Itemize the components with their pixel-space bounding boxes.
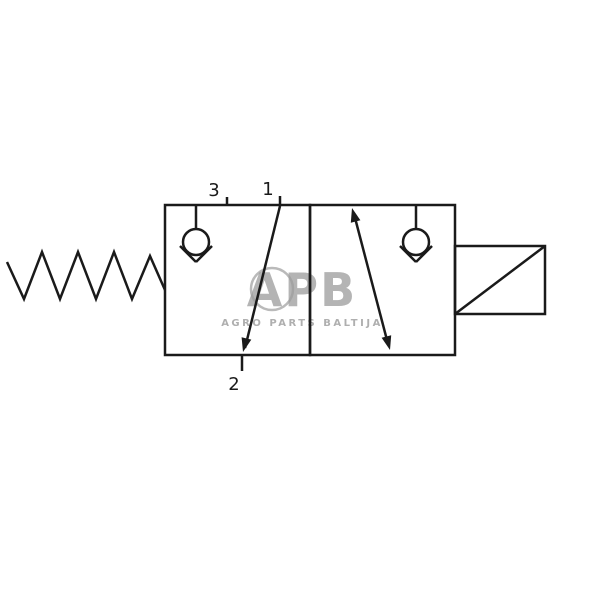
flow-arrow-left bbox=[241, 205, 282, 352]
flow-arrowhead-up bbox=[350, 208, 361, 223]
flow-arrowhead-down bbox=[381, 335, 392, 350]
watermark-logo-circle bbox=[249, 266, 295, 312]
flow-arrow-right bbox=[350, 208, 392, 350]
watermark: APB AGRO PARTS BALTIJA bbox=[221, 263, 383, 329]
watermark-subtitle: AGRO PARTS BALTIJA bbox=[221, 318, 383, 329]
check-valve-right bbox=[399, 206, 433, 263]
port-2-label: 2 bbox=[228, 374, 239, 395]
actuator-diagonal-line bbox=[454, 245, 546, 315]
spring-symbol bbox=[5, 248, 167, 303]
port-3-label: 3 bbox=[208, 180, 219, 201]
port-labels: 3 1 2 bbox=[208, 179, 273, 395]
flow-arrowhead-down bbox=[241, 337, 252, 352]
check-valve-left bbox=[179, 206, 213, 263]
actuator-box bbox=[453, 244, 547, 316]
port-1-label: 1 bbox=[262, 179, 273, 200]
valve-lineart bbox=[5, 196, 547, 371]
